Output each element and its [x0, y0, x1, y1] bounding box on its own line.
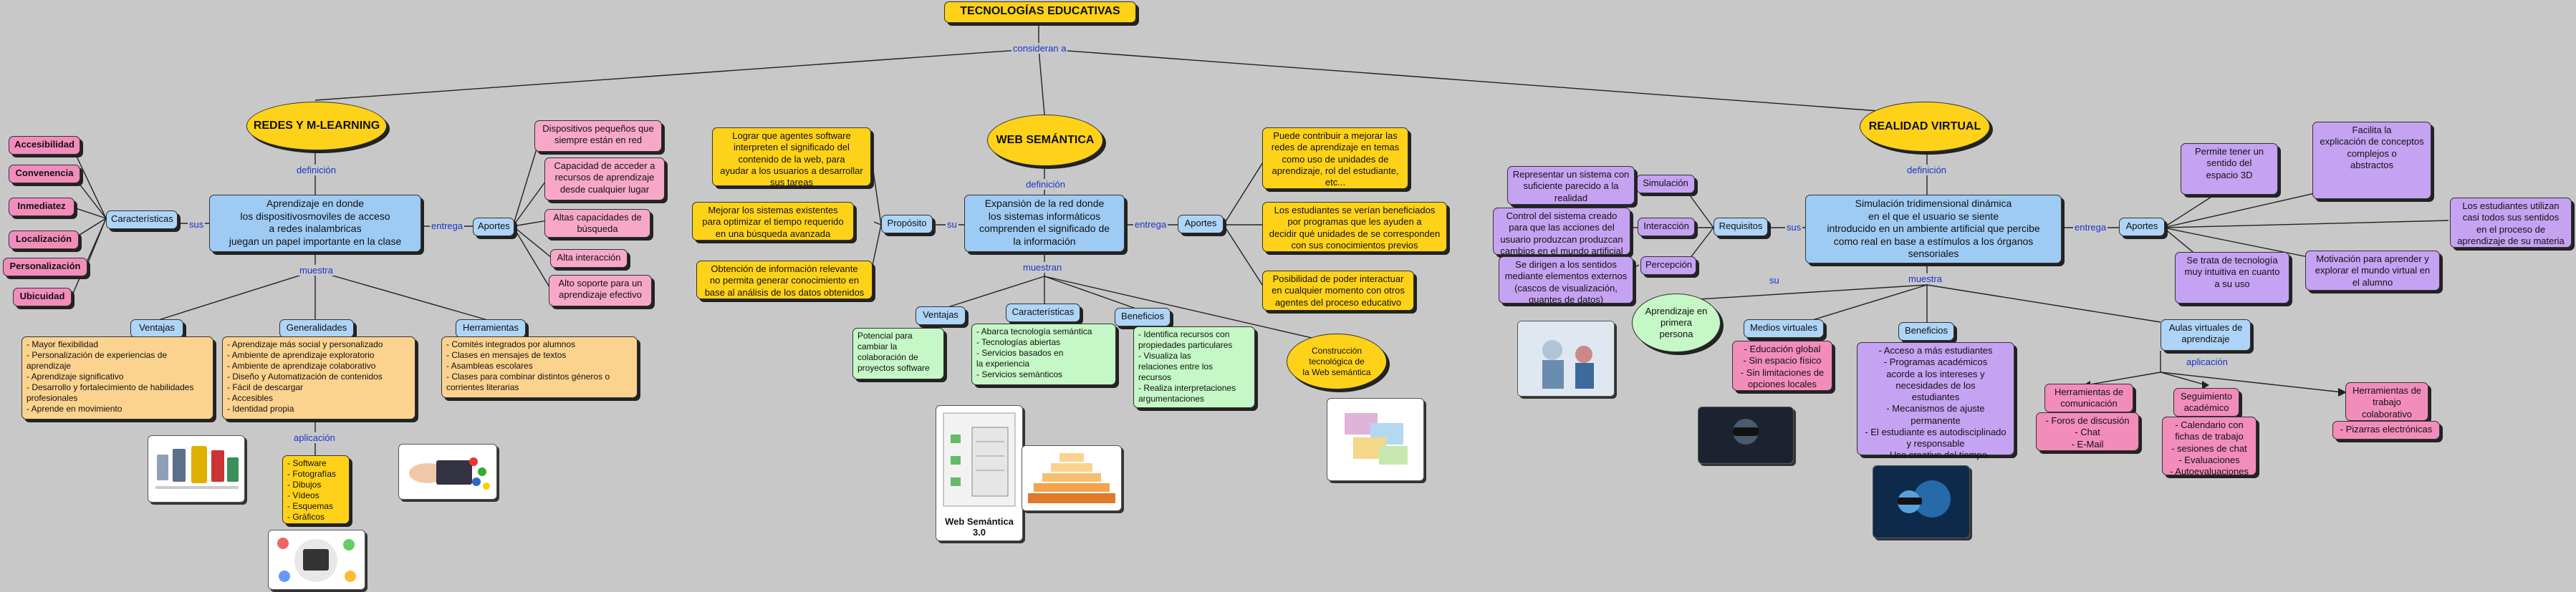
- consideran-label: consideran a: [1011, 43, 1068, 54]
- web-diagram-image: [1327, 398, 1424, 481]
- rv-herr-trab: Herramientas de trabajo colaborativo: [2345, 382, 2428, 421]
- redes-herramientas: Herramientas: [456, 319, 526, 338]
- redes-aportes: Aportes: [473, 218, 514, 236]
- mobile-devices-image: [148, 435, 245, 503]
- web30-book-image: Web Semántica 3.0: [936, 405, 1023, 541]
- web-ventajas-text: Potencial para cambiar la colaboración d…: [852, 328, 944, 379]
- web-aportes: Aportes: [1178, 215, 1224, 233]
- rv-aporte-4: Se trata de tecnología muy intuitiva en …: [2175, 252, 2289, 304]
- web-proposito: Propósito: [881, 215, 933, 233]
- carac-convenencia: Convenencia: [9, 165, 80, 183]
- redes-muestra-label: muestra: [298, 265, 335, 276]
- web-entrega-label: entrega: [1133, 219, 1168, 230]
- web-aporte-1: Puede contribuir a mejorar las redes de …: [1262, 127, 1408, 189]
- rv-definicion-label: definición: [1905, 165, 1948, 175]
- web-proposito-3: Obtención de información relevante no pe…: [696, 261, 873, 299]
- rv-medios-text: - Educación global - Sin espacio físico …: [1732, 341, 1832, 391]
- carac-localizacion: Localización: [9, 231, 79, 249]
- rv-aporte-3: Los estudiantes utilizan casi todos sus …: [2450, 198, 2572, 248]
- apps-collage-image: [268, 530, 365, 590]
- web-aporte-3: Posibilidad de poder interactuar en cual…: [1262, 271, 1414, 311]
- rv-aportes: Aportes: [2119, 218, 2165, 236]
- web30-caption: Web Semántica 3.0: [945, 516, 1014, 538]
- vr-surgery-image: [1517, 321, 1615, 397]
- rv-simulacion-desc: Representar un sistema con suficiente pa…: [1507, 166, 1635, 205]
- rv-aporte-2: Facilita la explicación de conceptos com…: [2312, 122, 2431, 199]
- rv-seguimiento-text: - Calendario con fichas de trabajo - ses…: [2162, 417, 2257, 477]
- carac-ubicuidad: Ubicuidad: [13, 288, 72, 306]
- rv-aprendizaje: Aprendizaje en primera persona: [1632, 293, 1721, 352]
- rv-aporte-1: Permite tener un sentido del espacio 3D: [2181, 143, 2278, 195]
- vr-headset-image: [1698, 407, 1794, 464]
- redes-sus-label: sus: [188, 219, 206, 230]
- rv-title: REALIDAD VIRTUAL: [1860, 102, 1990, 152]
- rv-muestra-label: muestra: [1907, 273, 1943, 284]
- web-caracteristicas-text: - Abarca tecnología semántica - Tecnolog…: [971, 324, 1116, 385]
- web-muestra-label: muestran: [1022, 262, 1064, 273]
- rv-definicion: Simulación tridimensional dinámica en el…: [1805, 195, 2062, 263]
- web-beneficios: Beneficios: [1115, 308, 1171, 326]
- redes-definicion: Aprendizaje en donde los dispositivosmov…: [209, 195, 421, 252]
- rv-simulacion: Simulación: [1636, 175, 1695, 193]
- rv-percepcion: Percepción: [1640, 256, 1696, 275]
- rv-su-label: su: [1768, 275, 1781, 286]
- rv-aporte-5: Motivación para aprender y explorar el m…: [2305, 251, 2440, 291]
- hands-tablet-image: [398, 444, 497, 500]
- redes-generalidades: Generalidades: [279, 319, 354, 338]
- web-beneficios-text: - Identifica recursos con propiedades pa…: [1133, 326, 1255, 408]
- redes-ventajas: Ventajas: [130, 319, 183, 338]
- rv-interaccion: Interacción: [1638, 218, 1695, 236]
- web-proposito-2: Mejorar los sistemas existentes para opt…: [692, 202, 854, 241]
- redes-ventajas-text: - Mayor flexibilidad - Personalización d…: [21, 336, 213, 419]
- redes-aporte-1: Dispositivos pequeños que siempre están …: [534, 120, 662, 152]
- redes-aporte-5: Alto soporte para un aprendizaje efectiv…: [549, 275, 652, 306]
- web-definicion-label: definición: [1024, 179, 1067, 190]
- redes-aplicacion-text: - Software - Fotografías - Dibujos - Víd…: [282, 455, 350, 524]
- web-proposito-1: Lograr que agentes software interpreten …: [712, 127, 871, 188]
- rv-seguimiento: Seguimiento académico: [2173, 388, 2239, 417]
- rv-herr-com-text: - Foros de discusión - Chat - E-Mail: [2036, 412, 2139, 451]
- redes-caracteristicas: Características: [106, 210, 178, 229]
- redes-aplicacion-label: aplicación: [292, 432, 337, 443]
- carac-accesibilidad: Accesibilidad: [9, 136, 80, 155]
- rv-beneficios-text: - Acceso a más estudiantes - Programas a…: [1857, 342, 2014, 460]
- main-title: TECNOLOGÍAS EDUCATIVAS: [944, 1, 1136, 23]
- web-su-label: su: [946, 219, 958, 230]
- redes-entrega-label: entrega: [430, 220, 465, 231]
- redes-aporte-2: Capacidad de acceder a recursos de apren…: [544, 157, 665, 200]
- carac-personalizacion: Personalización: [3, 258, 87, 276]
- web-title: WEB SEMÁNTICA: [987, 115, 1103, 166]
- web-layers-image: [1022, 445, 1122, 511]
- redes-generalidades-text: - Aprendizaje más social y personalizado…: [222, 336, 415, 419]
- rv-medios: Medios virtuales: [1744, 319, 1824, 338]
- rv-entrega-label: entrega: [2073, 222, 2108, 233]
- rv-herr-com: Herramientas de comunicación: [2044, 384, 2133, 412]
- vr-blue-image: [1873, 465, 1970, 538]
- web-construccion: Construcción tecnológica de la Web semán…: [1287, 334, 1387, 389]
- rv-requisitos: Requisitos: [1714, 218, 1768, 236]
- carac-inmediatez: Inmediatez: [9, 198, 75, 216]
- redes-definicion-label: definición: [295, 165, 337, 175]
- redes-herramientas-text: - Comités integrados por alumnos - Clase…: [441, 336, 638, 398]
- web-definicion: Expansión de la red donde los sistemas i…: [964, 195, 1125, 252]
- rv-interaccion-desc: Control del sistema creado para que las …: [1493, 208, 1630, 256]
- redes-aporte-3: Altas capacidades de búsqueda: [544, 209, 650, 238]
- rv-sus-label: sus: [1785, 222, 1803, 233]
- redes-aporte-4: Alta interacción: [550, 249, 628, 268]
- rv-aulas: Aulas virtuales de aprendizaje: [2161, 319, 2251, 351]
- web-caracteristicas: Características: [1006, 304, 1080, 322]
- web-ventajas: Ventajas: [915, 306, 966, 325]
- rv-beneficios: Beneficios: [1898, 322, 1954, 341]
- redes-title: REDES Y M-LEARNING: [246, 102, 387, 150]
- rv-herr-trab-text: - Pizarras electrónicas: [2332, 421, 2440, 440]
- rv-aplicacion-label: aplicación: [2185, 356, 2229, 367]
- web-aporte-2: Los estudiantes se verían beneficiados p…: [1262, 202, 1447, 252]
- rv-percepcion-desc: Se dirigen a los sentidos mediante eleme…: [1499, 256, 1633, 305]
